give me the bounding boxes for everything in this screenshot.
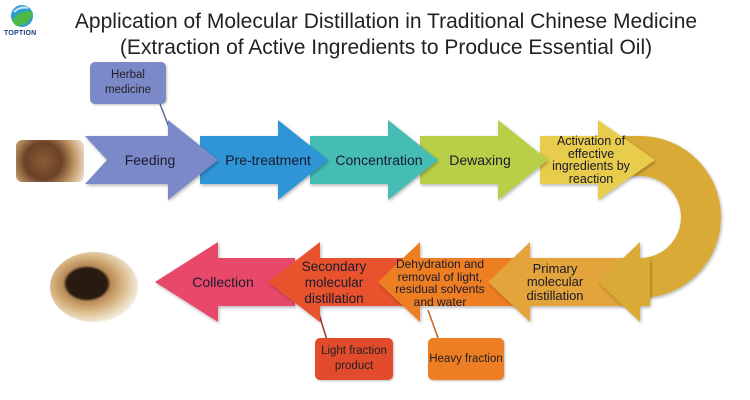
- u-turn-arrow: [600, 136, 721, 298]
- arrow-pretreatment: [200, 120, 328, 200]
- arrow-dehydration: [378, 242, 520, 322]
- step-pretreatment-label: Pre-treatment: [225, 152, 311, 168]
- step-concentration-label: Concentration: [335, 152, 423, 168]
- callout-herbal-medicine: Herbal medicine: [90, 62, 166, 104]
- arrow-u-return: [598, 242, 650, 322]
- step-secondary-label: Secondary molecular distillation: [301, 259, 367, 306]
- essential-oil-bowl-photo: [50, 252, 138, 322]
- herbal-ingredients-photo: [16, 140, 84, 182]
- arrow-concentration: [310, 120, 438, 200]
- step-feeding-label: Feeding: [124, 152, 176, 168]
- arrow-activation: [540, 120, 655, 200]
- callout-light-fraction: Light fraction product: [315, 338, 393, 380]
- callout-heavy-fraction: Heavy fraction: [428, 338, 504, 380]
- title-line-1: Application of Molecular Distillation in…: [74, 10, 698, 33]
- arrow-dewaxing: [420, 120, 548, 200]
- arrow-feeding: [85, 120, 218, 200]
- title-line-2: (Extraction of Active Ingredients to Pro…: [119, 36, 653, 59]
- arrow-primary: [488, 242, 625, 322]
- step-collection-label: Collection: [192, 274, 254, 290]
- logo-text: TOPTION: [4, 30, 37, 37]
- arrow-secondary: [268, 242, 405, 322]
- toption-logo: TOPTION: [2, 2, 42, 38]
- step-activation-label: Activation of effective ingredients by r…: [552, 134, 630, 186]
- step-dehydration-label: Dehydration and removal of light, residu…: [395, 257, 485, 309]
- arrow-collection: [155, 242, 295, 322]
- step-primary-label: Primary molecular distillation: [526, 260, 584, 303]
- heavy-fraction-connector: [427, 309, 439, 339]
- step-dewaxing-label: Dewaxing: [449, 152, 511, 168]
